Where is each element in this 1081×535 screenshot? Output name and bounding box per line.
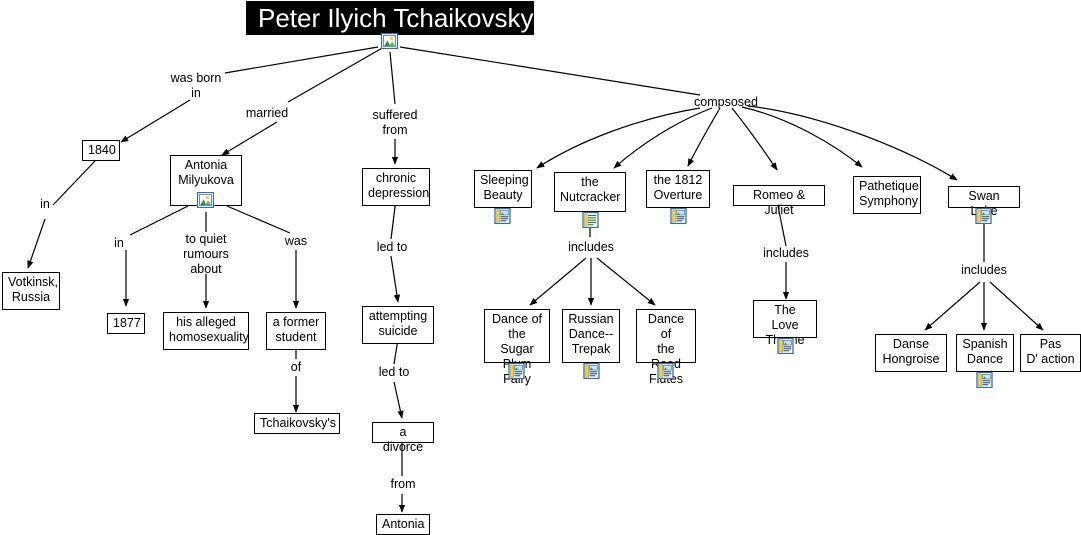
- node-romeo-and-juliet[interactable]: Romeo & Juliet: [733, 185, 825, 217]
- node-antonia[interactable]: Antonia: [376, 514, 430, 535]
- node-sleeping-beauty[interactable]: Sleeping Beauty: [474, 170, 532, 208]
- edge-label-led-to-1: led to: [376, 240, 408, 254]
- node-chronic-depression[interactable]: chronic depression: [362, 168, 430, 206]
- node-russian-dance-trepak[interactable]: Russian Dance-- Trepak: [562, 309, 620, 363]
- node-dance-of-the-reed-flutes[interactable]: Dance of the Reed Flutes: [636, 309, 696, 386]
- document-icon[interactable]: [508, 363, 525, 379]
- node-votkinsk-russia[interactable]: Votkinsk, Russia: [2, 272, 60, 310]
- document-icon[interactable]: [670, 208, 687, 224]
- document-icon[interactable]: [494, 208, 511, 224]
- edge-label-of: of: [290, 360, 302, 374]
- page-title[interactable]: Peter Ilyich Tchaikovsky: [246, 1, 534, 35]
- document-icon[interactable]: [583, 363, 600, 379]
- node-the-love-theme[interactable]: The Love Theme: [753, 300, 817, 347]
- node-spanish-dance[interactable]: Spanish Dance: [956, 334, 1014, 372]
- document-icon[interactable]: [777, 338, 794, 354]
- node-swan-lake[interactable]: Swan Lake: [948, 186, 1020, 218]
- plain-document-icon[interactable]: [582, 212, 599, 228]
- node-1877[interactable]: 1877: [107, 313, 145, 334]
- picture-icon[interactable]: [197, 192, 214, 208]
- node-a-former-student[interactable]: a former student: [266, 312, 326, 350]
- edge-label-includes-swan: includes: [961, 263, 1007, 277]
- edge-label-led-to-2: led to: [378, 365, 410, 379]
- node-danse-hongroise[interactable]: Danse Hongroise: [875, 334, 947, 372]
- node-1840[interactable]: 1840: [82, 140, 120, 161]
- node-pas-daction[interactable]: Pas D' action: [1020, 334, 1081, 372]
- node-attempting-suicide[interactable]: attempting suicide: [362, 306, 434, 344]
- node-the-1812-overture[interactable]: the 1812 Overture: [646, 170, 710, 208]
- edge-label-married: married: [245, 106, 289, 120]
- edge-label-includes-romeo: includes: [763, 246, 809, 260]
- node-his-alleged-homosexuality[interactable]: his alleged homosexuality: [163, 312, 249, 350]
- edge-label-in-votkinsk: in: [40, 197, 50, 211]
- document-icon[interactable]: [975, 208, 992, 224]
- edge-label-was: was: [284, 234, 308, 248]
- edge-label-suffered-from: suffered from: [372, 108, 418, 137]
- node-a-divorce[interactable]: a divorce: [372, 422, 434, 454]
- edge-label-compsosed: compsosed: [694, 95, 758, 109]
- edge-label-was-born-in: was born in: [170, 71, 222, 100]
- node-dance-of-the-sugar-plum-fairy[interactable]: Dance of the Sugar Plum Fairy: [484, 309, 550, 386]
- node-tchaikovskys[interactable]: Tchaikovsky's: [254, 413, 340, 434]
- picture-icon[interactable]: [381, 33, 398, 49]
- document-icon[interactable]: [657, 363, 674, 379]
- edge-label-to-quiet-rumours-about: to quiet rumours about: [183, 232, 229, 276]
- document-icon[interactable]: [976, 372, 993, 388]
- edge-label-from: from: [390, 477, 416, 491]
- edge-label-in-1877: in: [114, 236, 124, 250]
- edge-label-includes-nutcracker: includes: [568, 240, 614, 254]
- node-the-nutcracker[interactable]: the Nutcracker: [554, 172, 626, 212]
- node-pathetique-symphony[interactable]: Pathetique Symphony: [853, 176, 921, 214]
